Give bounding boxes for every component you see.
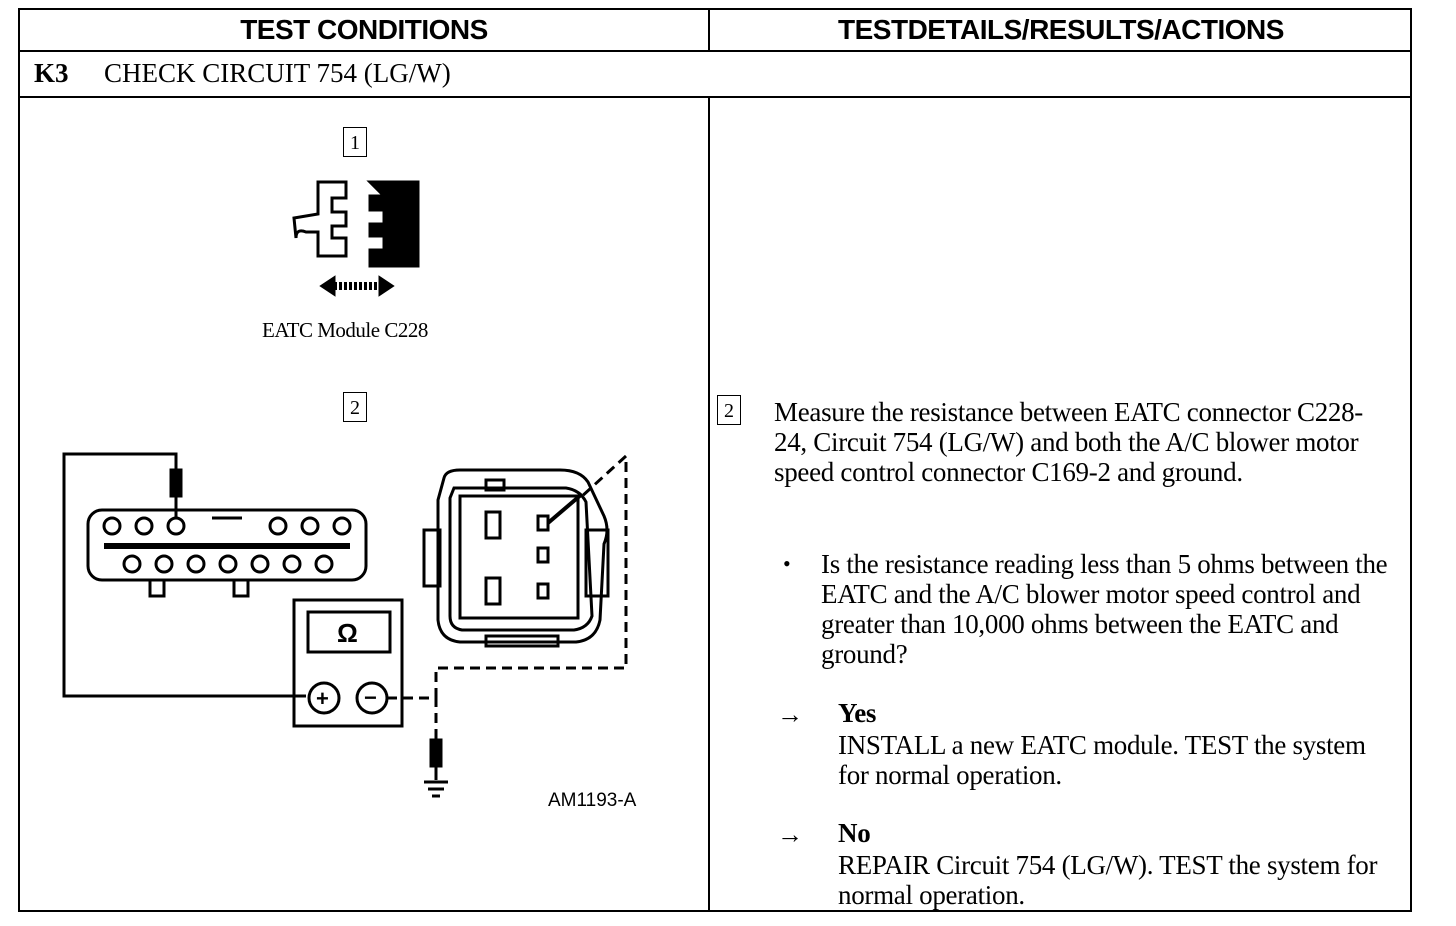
blower-speed-control-connector-c169 (422, 468, 610, 648)
no-label: No (838, 818, 871, 848)
ground-icon (424, 780, 448, 798)
yes-label: Yes (838, 698, 877, 728)
column-divider (708, 98, 710, 910)
ohmmeter (292, 598, 404, 728)
question-bullet: • (783, 551, 791, 576)
connector-label: EATC Module C228 (262, 318, 428, 342)
details-step-number: 2 (717, 395, 741, 425)
measure-instruction: Measure the resistance between EATC conn… (774, 397, 1363, 487)
test-conditions-header: TEST CONDITIONS (20, 10, 710, 52)
figure-step-2-number: 2 (343, 392, 367, 422)
yes-action: INSTALL a new EATC module. TEST the syst… (838, 730, 1366, 790)
no-action: REPAIR Circuit 754 (LG/W). TEST the syst… (838, 850, 1378, 910)
no-arrow-icon: → (777, 820, 803, 849)
figure-id: AM1193-A (548, 790, 637, 811)
meter-plus-terminal: + (316, 686, 329, 711)
ohm-symbol: Ω (337, 618, 358, 648)
yes-arrow-icon: → (777, 700, 803, 729)
step-id: K3 (34, 58, 69, 88)
meter-probe-negative (387, 452, 628, 780)
meter-minus-terminal: − (364, 685, 377, 710)
figure-step-1-number: 1 (343, 127, 367, 157)
step-title-row: K3 CHECK CIRCUIT 754 (LG/W) (20, 52, 1410, 98)
diagnostic-table: TEST CONDITIONS TESTDETAILS/RESULTS/ACTI… (18, 8, 1412, 912)
test-details-header: TESTDETAILS/RESULTS/ACTIONS (710, 10, 1412, 52)
resistance-question: Is the resistance reading less than 5 oh… (821, 549, 1388, 669)
disconnect-connector-icon (292, 180, 420, 297)
eatc-connector-c228 (86, 508, 368, 598)
meter-probe-positive (62, 452, 306, 698)
step-title: CHECK CIRCUIT 754 (LG/W) (104, 58, 451, 88)
